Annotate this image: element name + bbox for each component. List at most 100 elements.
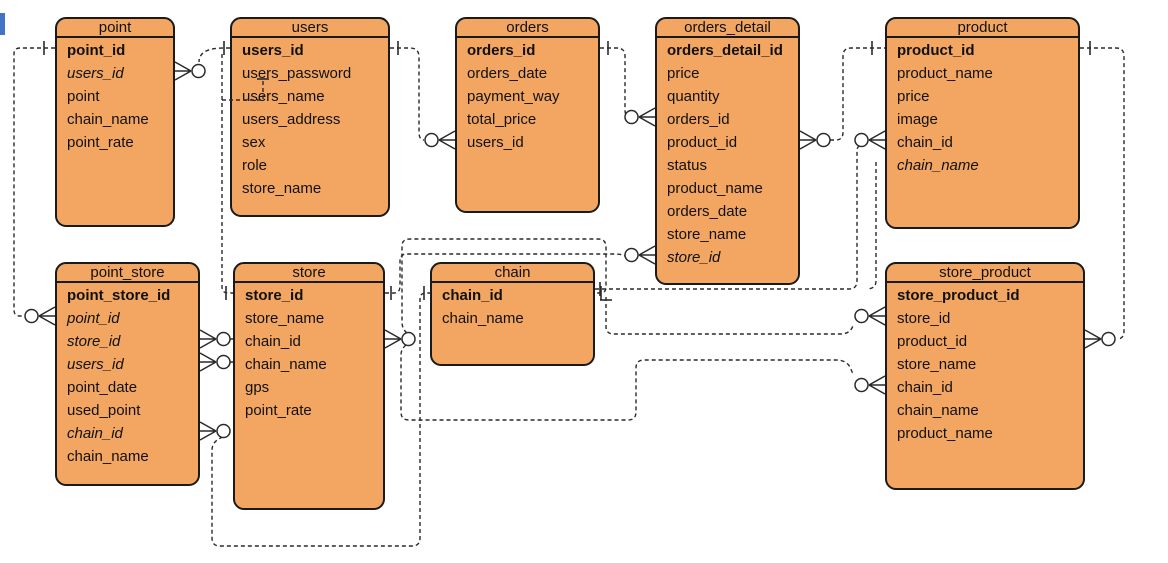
table-field: product_name [667,180,763,197]
crow-foot-many-marker [638,245,656,265]
table-field: orders_date [467,65,548,82]
crow-foot-many-marker [1084,329,1102,349]
connector-store-store_product [600,297,886,335]
table-field: users_id [242,42,304,59]
table-field: product_name [897,425,993,442]
zero-cardinality-circle [854,377,869,393]
zero-cardinality-circle [854,308,869,324]
crow-foot-many-marker [799,130,817,150]
table-field: chain_name [897,157,979,174]
table-field: users_address [242,111,341,128]
table-field: chain_name [67,448,149,465]
crow-foot-many-marker [638,107,656,127]
table-field: sex [242,134,266,151]
table-field: product_name [897,65,993,82]
connector-orders-orders_detail [600,41,656,127]
table-title: point [57,19,173,38]
table-title: store [235,264,383,283]
crow-foot-many-marker [174,61,192,81]
table-field: price [667,65,700,82]
table-title: users [232,19,388,38]
table-field: point_rate [245,402,312,419]
table-field: product_id [897,42,975,59]
table-field: store_id [67,333,121,350]
crow-foot-many-marker [199,352,217,372]
table-field: status [667,157,708,174]
table-field: chain_name [442,310,524,327]
table-field: store_id [245,287,304,304]
zero-cardinality-circle [216,331,231,347]
table-field: orders_date [667,203,748,220]
zero-cardinality-circle [191,63,206,79]
zero-cardinality-circle [24,308,39,324]
table-field: total_price [467,111,537,128]
table-title: orders [457,19,598,38]
connector-users-orders [390,41,456,150]
zero-cardinality-circle [624,109,639,125]
table-field: point_rate [67,134,134,151]
table-field: store_name [242,180,322,197]
zero-cardinality-circle [401,331,416,347]
crow-foot-many-marker [38,306,56,326]
table-field: users_id [67,356,124,373]
table-field: point [67,88,100,105]
table-field: store_product_id [897,287,1020,304]
zero-cardinality-circle [624,247,639,263]
left-edge-artifact [0,13,5,35]
table-title: point_store [57,264,198,283]
crow-foot-many-marker [199,421,217,441]
connector-store-point_store [199,54,233,349]
table-title: product [887,19,1078,38]
table-field: orders_id [467,42,536,59]
table-field: chain_name [67,111,149,128]
table-field: product_id [667,134,738,151]
connector-point-point_store [13,41,56,326]
entity-table-point_store[interactable]: point_store point_store_id point_id store_i… [55,262,200,486]
table-field: point_id [67,310,120,327]
table-field: image [897,111,938,128]
zero-cardinality-circle [216,354,231,370]
table-field: store_name [245,310,325,327]
table-field: point_store_id [67,287,171,304]
table-field: chain_id [67,425,123,442]
crow-foot-many-marker [438,130,456,150]
table-field: payment_way [467,88,560,105]
crow-foot-many-marker [868,375,886,395]
connector-users-point [174,41,230,81]
table-title: chain [432,264,593,283]
table-field: chain_id [897,134,953,151]
table-title: store_product [887,264,1083,283]
crow-foot-many-marker [868,306,886,326]
table-field: product_id [897,333,968,350]
connector-product-store_product [1080,41,1125,349]
table-field: role [242,157,268,174]
table-field: store_id [897,310,951,327]
table-field: used_point [67,402,141,419]
table-field: chain_id [245,333,301,350]
table-field: store_name [667,226,747,243]
table-field: quantity [667,88,720,105]
table-field: orders_detail_id [667,42,783,59]
table-title: orders_detail [657,19,798,38]
zero-cardinality-circle [816,132,831,148]
table-field: orders_id [667,111,730,128]
crow-foot-many-marker [868,130,886,150]
zero-cardinality-circle [1101,331,1116,347]
crow-foot-many-marker [199,329,217,349]
table-field: users_password [242,65,352,82]
crow-foot-many-marker [384,329,402,349]
table-field-list: orders_id orders_date payment_way total_pri… [457,38,598,154]
